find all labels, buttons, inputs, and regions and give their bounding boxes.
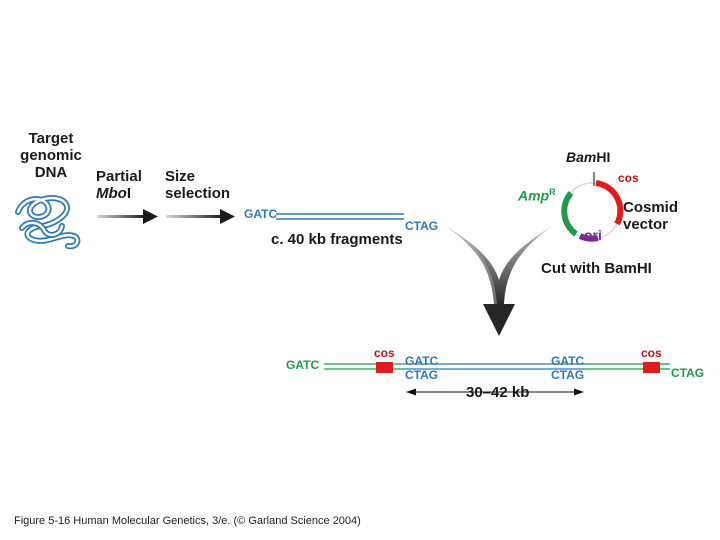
cosmid-vector-label: Cosmid vector (623, 199, 678, 233)
product-inner-left-ctag: CTAG (405, 368, 439, 382)
bam-suffix: HI (596, 149, 611, 165)
cosmid-vector-icon (561, 172, 624, 242)
fragment-right-end: CTAG (405, 219, 439, 233)
product-left-cos: cos (374, 346, 395, 360)
amp-superscript: R (549, 187, 556, 197)
partial-mboi-label: Partial MboI (96, 168, 142, 202)
bamhi-site-label: BamHI (566, 150, 610, 164)
target-line3: DNA (34, 164, 68, 181)
partial-digest-arrow (97, 209, 158, 224)
amp-italic: Amp (518, 187, 550, 204)
product-left-gatc: GATC (286, 358, 320, 372)
genomic-dna-icon (15, 195, 81, 250)
product-inner-left-gatc: GATC (405, 354, 439, 368)
size-double-arrow (406, 388, 584, 396)
genomic-fragment (276, 213, 404, 220)
target-line1: Target (28, 130, 74, 147)
recombinant-cosmid (324, 362, 670, 373)
cosmid-line1: Cosmid (623, 199, 679, 216)
cut-with-bamhi-label: Cut with BamHI (541, 260, 652, 277)
insert-size-label: 30–42 kb (466, 384, 530, 401)
vector-cos-label: cos (618, 171, 639, 185)
bam-italic: Bam (566, 149, 597, 165)
size-selection-label: Size selection (165, 168, 230, 202)
merge-arrow (446, 226, 552, 336)
product-right-ctag: CTAG (671, 366, 705, 380)
target-line2: genomic (20, 147, 82, 164)
cos-site-right (643, 362, 660, 373)
product-inner-right-ctag: CTAG (551, 368, 585, 382)
product-inner-right-gatc: GATC (551, 354, 585, 368)
amp-resistance-label: AmpR (518, 188, 556, 203)
size-line1: Size (165, 168, 196, 185)
fragment-left-end: GATC (244, 207, 278, 221)
cosmid-line2: vector (623, 216, 669, 233)
target-genomic-dna-label: Target genomic DNA (18, 130, 84, 181)
product-right-cos: cos (641, 346, 662, 360)
size-selection-arrow (166, 209, 235, 224)
mbo-italic: Mbo (96, 185, 127, 202)
fragment-size-label: c. 40 kb fragments (271, 231, 403, 248)
partial-line1: Partial (96, 168, 142, 185)
size-line2: selection (165, 185, 231, 202)
cos-site-left (376, 362, 393, 373)
ori-label: ori (584, 227, 602, 243)
mbo-suffix: I (126, 185, 131, 202)
figure-caption: Figure 5-16 Human Molecular Genetics, 3/… (14, 515, 361, 527)
